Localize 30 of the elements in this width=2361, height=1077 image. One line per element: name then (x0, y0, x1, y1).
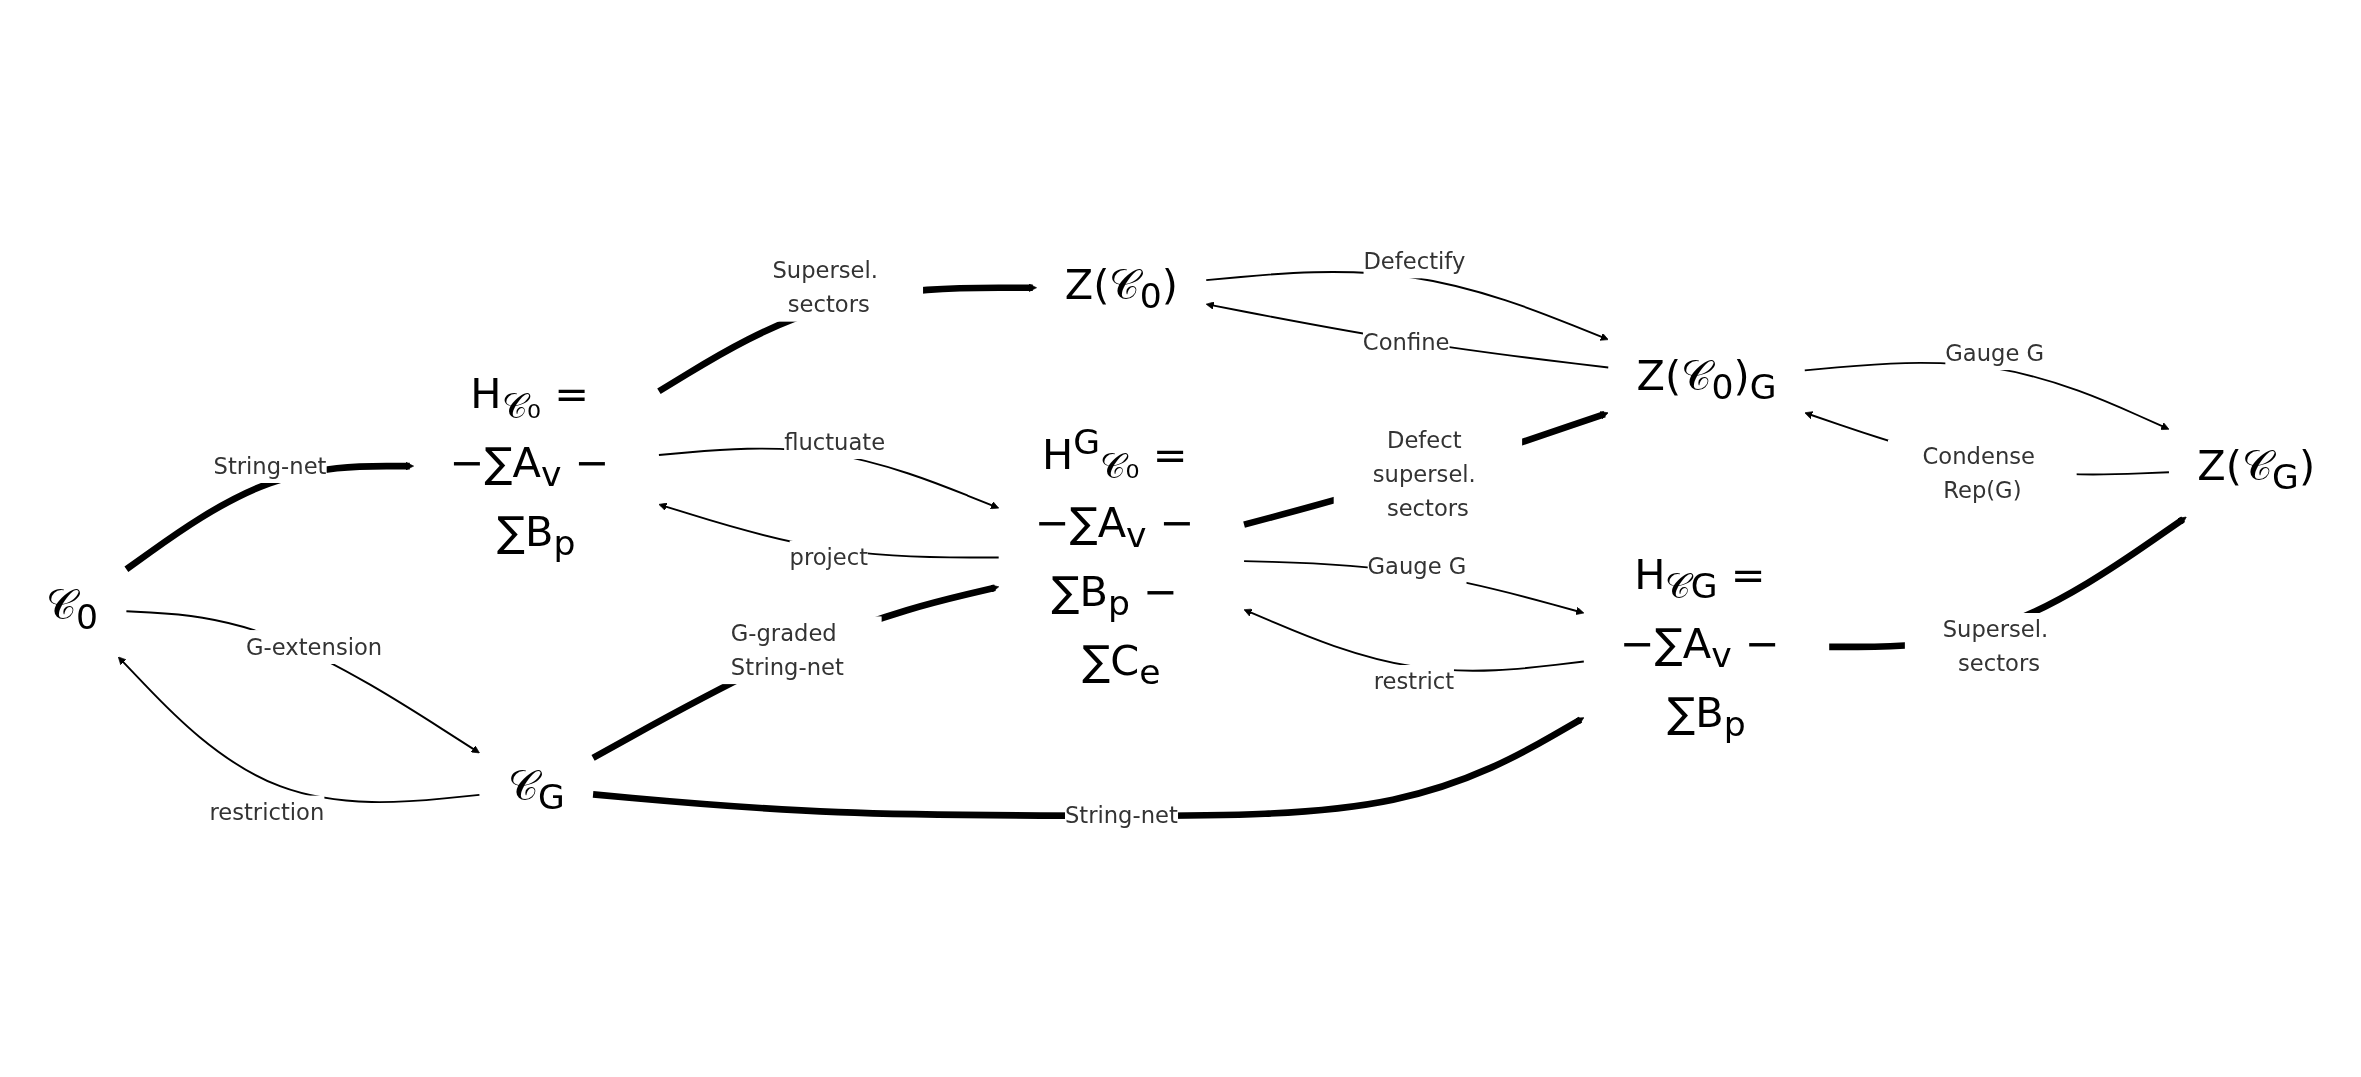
node-text: Z(𝒞$_{0}$)$_{G}$ (1636, 351, 1777, 408)
edge-label: Gauge G (1367, 553, 1467, 581)
edge-label: String-net (1064, 802, 1178, 829)
node-text: 𝒞$_{G}$ (507, 761, 565, 818)
edge-label: Condense Rep(G) (1922, 443, 2035, 504)
edge-label: G-extension (246, 633, 383, 661)
edge-label: Confine (1362, 329, 1450, 357)
node-text: Z(𝒞$_{0}$) (1064, 259, 1178, 317)
edge-label: G-graded String-net (730, 620, 844, 681)
edge-label: project (789, 544, 869, 571)
edge-label: Defect supersel. sectors (1372, 427, 1476, 522)
arrow (117, 656, 481, 804)
edge-label: Supersel. sectors (772, 257, 878, 318)
node-text: H$^{G}$$_{𝒞₀}$ = −∑A$_{v}$ − ∑B$_{p}$ − ∑C$_{e}$ (1034, 422, 1195, 693)
edge-label: Gauge G (1945, 339, 2045, 367)
arrow (125, 610, 480, 754)
edge-label: fluctuate (784, 428, 886, 456)
arrow (591, 584, 1000, 761)
node-text: H$_{𝒞G}$ = −∑A$_{v}$ − ∑B$_{p}$ (1620, 550, 1780, 745)
arrow (592, 716, 1585, 819)
node-text: H$_{𝒞₀}$ = −∑A$_{v}$ − ∑B$_{p}$ (449, 369, 610, 564)
node-text: Z(𝒞$_{G}$) (2197, 440, 2316, 498)
edge-label: restrict (1373, 668, 1455, 696)
node-text: 𝒞$_{0}$ (45, 580, 99, 638)
arrow (1205, 301, 1610, 369)
edge-label: Defectify (1363, 248, 1466, 275)
edge-label: Supersel. sectors (1942, 616, 2049, 678)
edge-label: String-net (213, 452, 327, 480)
arrow (1243, 410, 1609, 528)
edge-label: restriction (209, 799, 325, 826)
